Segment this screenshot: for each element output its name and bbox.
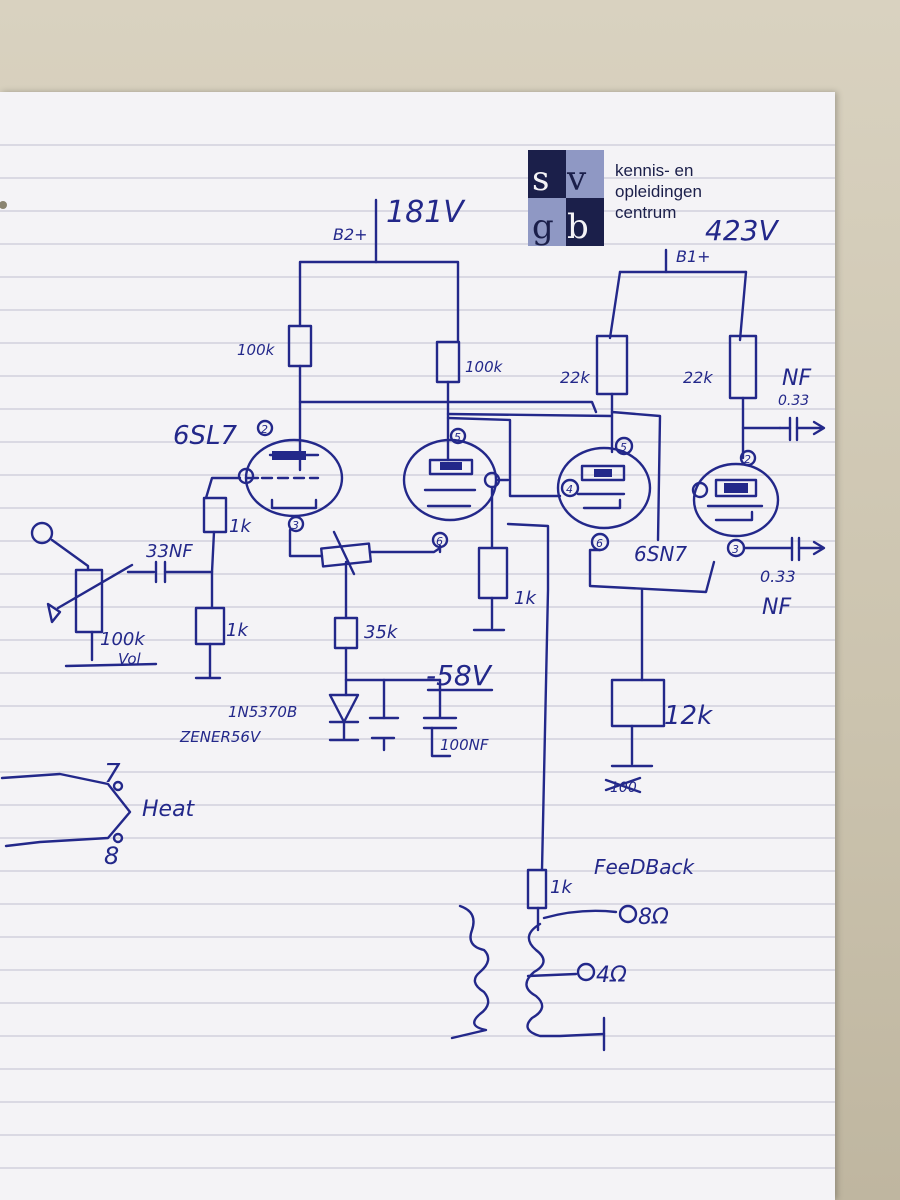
volume-pot-label: 100k (100, 629, 146, 650)
plate-resistor-v1: 100k (237, 324, 313, 472)
negative-supply-label: -58V (426, 659, 493, 692)
grid-stopper-v1-label: 1k (229, 516, 252, 537)
heater-connections: 7 8 Heat (0, 759, 196, 870)
tube-v4-pin-cathode: 3 (732, 543, 739, 556)
tube-v3-pin-grid: 4 (566, 483, 573, 496)
tube-v1-pin-plate: 2 (261, 423, 268, 436)
tap-8-ohm-label: 8Ω (638, 905, 669, 930)
b2-supply: 181V B2+ (298, 195, 466, 344)
output-transformer: 8Ω 4Ω (450, 904, 669, 1052)
tail-resistor-label: 35k (364, 622, 399, 643)
output-cap-bottom-unit: NF (762, 595, 791, 620)
feedback-network: 1k FeeDBack (506, 522, 695, 932)
negative-supply: -58V 1N5370B ZENER56V 100NF (179, 659, 494, 758)
coupling-wires (298, 400, 782, 542)
b2-label: B2+ (333, 225, 368, 244)
plate-resistor-v3: 22k (560, 334, 629, 454)
plate-resistor-v2: 100k (435, 340, 504, 462)
zener-part-label: 1N5370B (228, 703, 297, 721)
input-cap-label: 33NF (146, 541, 193, 562)
logo-line-3: centrum (615, 203, 676, 222)
logo-mark-text: s (532, 159, 549, 199)
feedback-label: FeeDBack (594, 855, 695, 879)
bypass-cap-label: 100NF (440, 736, 489, 754)
output-cap-bottom-value: 0.33 (760, 567, 796, 586)
plate-resistor-v4: 22k (683, 334, 758, 460)
tail-resistor: 35k (333, 616, 399, 682)
svg-text:v: v (566, 159, 587, 199)
plate-resistor-v1-label: 100k (237, 341, 276, 359)
cathode-resistor-v2: 1k (438, 486, 537, 632)
input-resistor-label: 1k (226, 620, 249, 641)
tube-v4-type: 6SN7 (634, 542, 687, 566)
cathode-balance-pot (288, 528, 442, 620)
tube-v1: 2 3 6SL7 (173, 419, 344, 533)
svg-text:g: g (532, 207, 554, 247)
b2-voltage-label: 181V (386, 195, 466, 230)
svg-text:b: b (567, 207, 589, 247)
logo-line-1: kennis- en (615, 161, 693, 180)
output-cap-bottom: 0.33 NF (742, 536, 826, 620)
tail-resistor-v3-v4: 12k 100 (588, 548, 716, 796)
plate-resistor-v3-label: 22k (560, 368, 590, 387)
feedback-resistor-label: 1k (550, 877, 573, 898)
tube-v2-pin-plate: 5 (454, 431, 461, 444)
heater-pin-8: 8 (104, 842, 119, 870)
b1-supply: 423V B1+ (608, 214, 779, 342)
tail-resistor-v3-v4-label: 12k (664, 701, 713, 731)
tube-v1-pin-cathode: 3 (292, 519, 299, 532)
tube-v4-pin-plate: 2 (744, 453, 751, 466)
tap-4-ohm-label: 4Ω (596, 963, 627, 988)
b1-label: B1+ (676, 247, 711, 266)
heater-pin-7: 7 (104, 759, 121, 789)
tube-v3: 4 5 6 (556, 436, 652, 552)
plate-resistor-v2-label: 100k (465, 358, 504, 376)
grid-stopper-v1: 1k (202, 476, 252, 574)
cathode-resistor-v2-label: 1k (514, 588, 537, 609)
b1-voltage-label: 423V (705, 214, 779, 247)
heater-label: Heat (142, 797, 196, 822)
logo: s v g b kennis- en opleidingen centrum (528, 150, 702, 247)
output-cap-top-value: 0.33 (778, 393, 809, 409)
binder-hole (0, 201, 7, 209)
logo-line-2: opleidingen (615, 182, 702, 201)
output-cap-top: NF 0.33 (778, 366, 826, 442)
output-cap-top-unit: NF (782, 366, 811, 391)
tube-v3-pin-cathode: 6 (596, 537, 603, 550)
tube-v3-pin-plate: 5 (620, 441, 627, 454)
plate-resistor-v4-label: 22k (683, 368, 713, 387)
input-network: 33NF 1k 100k Vol (30, 521, 249, 680)
tube-v2-pin-cathode: 6 (436, 535, 443, 548)
tube-v4: 2 3 6SN7 (634, 449, 780, 566)
zener-voltage-label: ZENER56V (179, 728, 262, 746)
tube-v1-type: 6SL7 (173, 421, 238, 451)
